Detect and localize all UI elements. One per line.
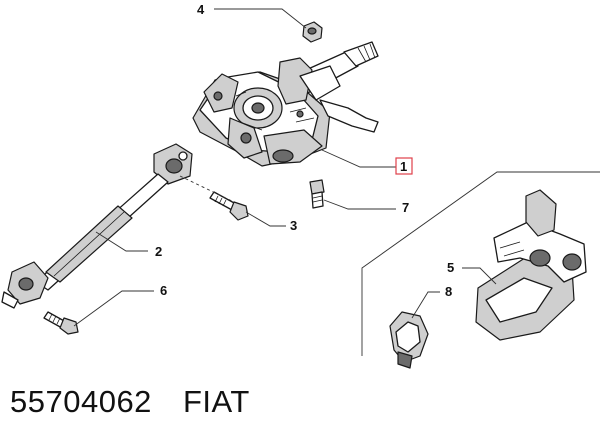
bolt-part-7: [309, 179, 325, 209]
callout-1-highlight: [395, 157, 413, 175]
bracket-part-5: [475, 189, 587, 341]
callout-7: 7: [402, 200, 409, 215]
clip-part-8: [389, 311, 429, 369]
callout-3: 3: [290, 218, 297, 233]
callout-6: 6: [160, 283, 167, 298]
callout-2: 2: [155, 244, 162, 259]
intermediate-shaft-part-2: [1, 143, 193, 309]
brand-name: FIAT: [183, 384, 250, 419]
nut-part-4: [302, 21, 323, 43]
inset-divider: [361, 171, 600, 356]
callout-1: 1: [400, 159, 407, 174]
bolt-part-6: [43, 311, 79, 335]
bolt-part-3: [209, 191, 249, 221]
part-number: 55704062: [10, 384, 152, 419]
callout-4: 4: [197, 2, 205, 17]
callout-8: 8: [445, 284, 452, 299]
callout-5: 5: [447, 260, 454, 275]
steering-column-assembly: [192, 41, 379, 167]
